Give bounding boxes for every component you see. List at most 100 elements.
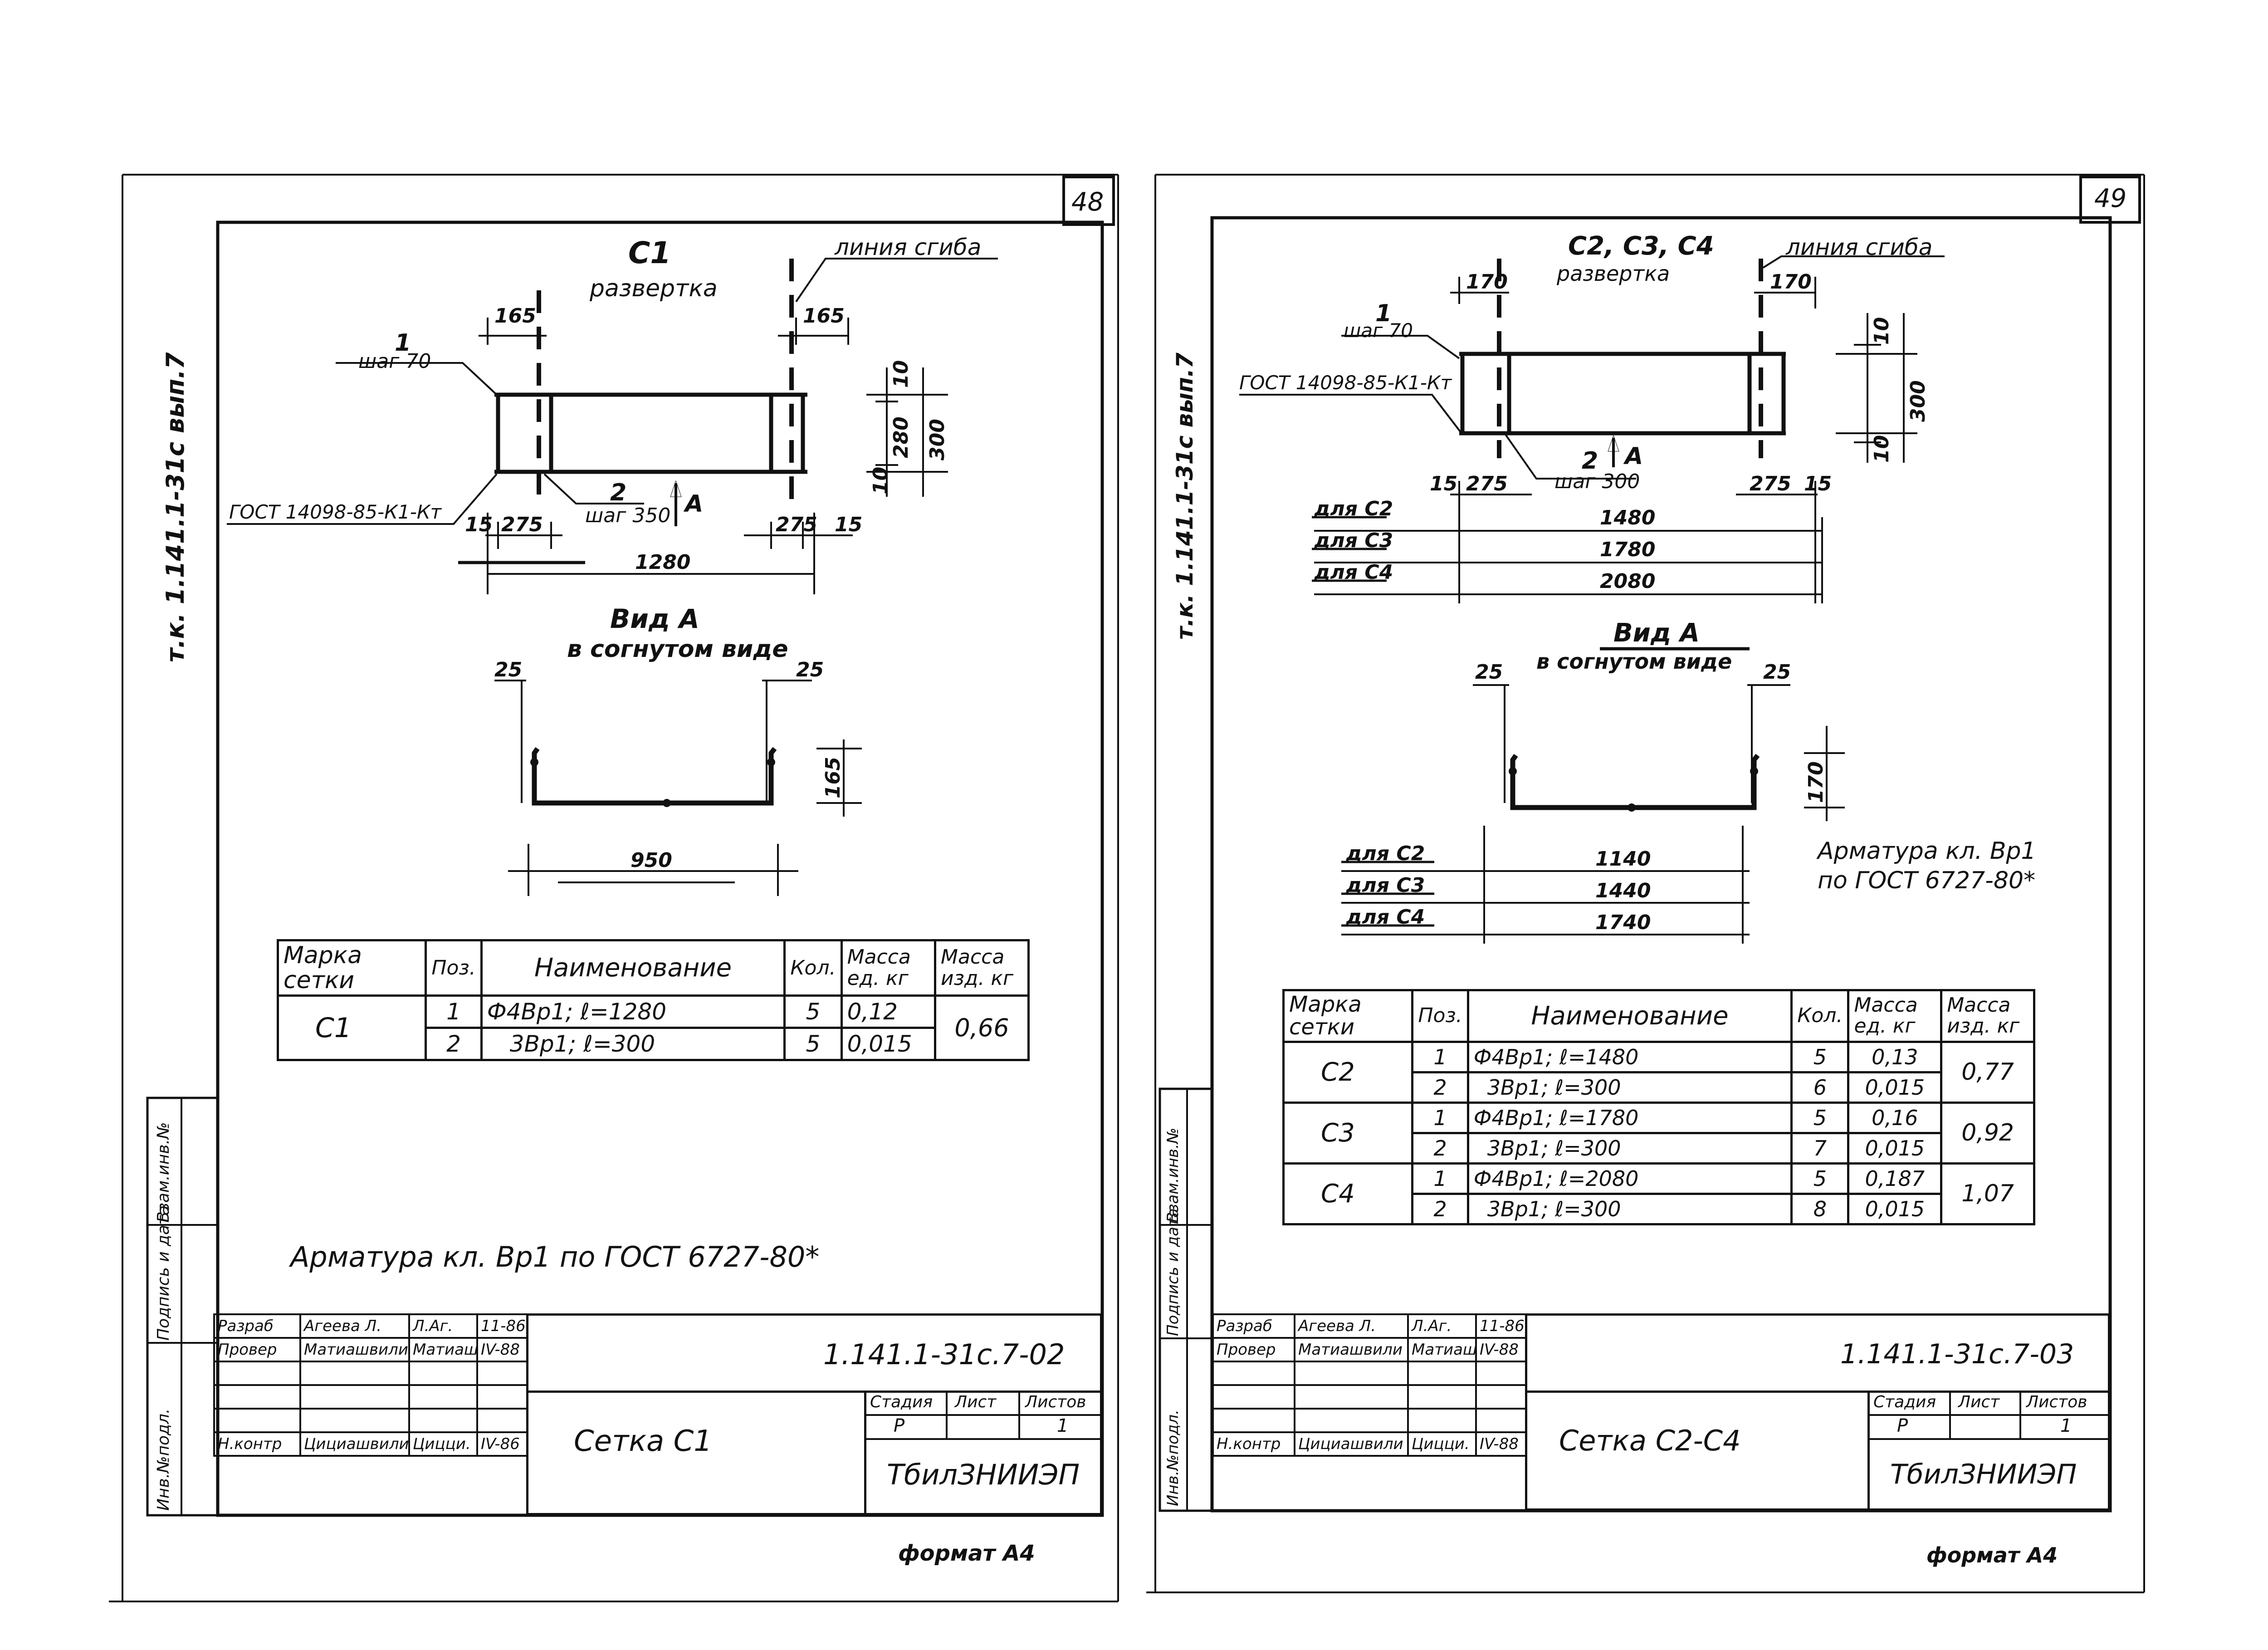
table-row: 2 3Вр1; ℓ=300 7 0,015 [1284, 1131, 2034, 1165]
tb-stage-label: Стадия [870, 1393, 933, 1411]
view-dim-25-left: 25 [494, 658, 523, 681]
table-row: С2 1 Ф4Вр1; ℓ=1480 5 0,13 0,77 [1282, 1040, 2035, 1104]
tb-date [476, 1361, 528, 1386]
drawing-name: Сетка С2-С4 [1559, 1424, 1741, 1457]
spec-name: Ф4Вр1; ℓ=1480 [1466, 1040, 1793, 1073]
dim-10-top: 10 [890, 360, 913, 388]
tb-sheets: 1 [1057, 1415, 1069, 1436]
tb-date: IV-86 [476, 1431, 528, 1457]
tb-date: IV-88 [1475, 1431, 1527, 1457]
spec-pos: 2 [425, 1027, 483, 1062]
tb-name: Матиашвили [1294, 1337, 1409, 1362]
spec-mark: С1 [276, 994, 427, 1062]
tb-role: Н.контр [213, 1431, 301, 1457]
tb-date: IV-88 [1475, 1337, 1527, 1362]
length-value-c2: 1480 [1600, 506, 1656, 529]
bend-line-label: линия сгиба [835, 234, 982, 260]
tb-stage: Р [894, 1415, 905, 1436]
spec-header-total-mass: Масса изд. кг [1940, 989, 2035, 1043]
pos-1-step: шаг 70 [1344, 319, 1413, 342]
dim-10-bottom: 10 [1870, 435, 1893, 463]
tb-role: Разраб [1212, 1313, 1295, 1339]
tb-name [1294, 1408, 1409, 1433]
page-number: 49 [2094, 184, 2127, 213]
spec-header-mark: Марка сетки [276, 939, 427, 997]
spec-unit-mass: 0,015 [1847, 1131, 1943, 1165]
sheet-49-drawing [1146, 174, 2145, 1593]
spec-name: 3Вр1; ℓ=300 [1466, 1131, 1793, 1165]
tb-date [476, 1384, 528, 1410]
dim-170-right: 170 [1770, 270, 1812, 294]
tb-role: Провер [1212, 1337, 1295, 1362]
spec-unit-mass: 0,015 [1847, 1192, 1943, 1225]
table-row: 2 3Вр1; ℓ=300 8 0,015 [1284, 1192, 2034, 1225]
spec-name: 3Вр1; ℓ=300 [1466, 1192, 1793, 1225]
spec-header-qty: Кол. [783, 939, 843, 997]
reinforcement-note-line-2: по ГОСТ 6727-80* [1818, 867, 2036, 894]
drawing-code: 1.141.1-31с.7-03 [1840, 1338, 2074, 1370]
tb-name [1294, 1384, 1409, 1410]
spec-qty: 7 [1790, 1131, 1850, 1165]
spec-unit-mass: 0,015 [840, 1027, 937, 1062]
spec-qty: 5 [1790, 1040, 1850, 1073]
tb-date [476, 1408, 528, 1433]
drawing-name: Сетка С1 [574, 1425, 712, 1458]
pos-2-step: шаг 300 [1554, 470, 1640, 493]
table-row: С4 1 Ф4Вр1; ℓ=2080 5 0,187 1,07 [1282, 1162, 2035, 1225]
spec-qty: 5 [783, 1027, 843, 1062]
tb-name [299, 1408, 410, 1433]
view-arrow-label: А [685, 490, 704, 518]
spec-header-pos: Поз. [1411, 989, 1469, 1043]
dim-275-left: 275 [501, 513, 543, 536]
reinforcement-note-line-1: Арматура кл. Вр1 [1818, 837, 2036, 865]
margin-label-inv: Инв.№подл. [1164, 1410, 1182, 1506]
dim-165-left: 165 [494, 304, 536, 328]
spec-pos: 2 [1411, 1131, 1469, 1165]
dim-165-right: 165 [803, 304, 845, 328]
tb-name: Цициашвили [1294, 1431, 1409, 1457]
pos-2-label: 2 [1582, 447, 1598, 475]
dim-10-top: 10 [1870, 317, 1893, 345]
organization: ТбилЗНИИЭП [1890, 1459, 2077, 1490]
width-value-c3: 1440 [1595, 879, 1651, 902]
tb-sheets-label: Листов [1025, 1393, 1086, 1411]
title-block-main: 1.141.1-31с.7-03 Сетка С2-С4 Стадия Лист… [1525, 1313, 2110, 1511]
spec-pos: 1 [425, 994, 483, 1029]
drawing-title: С2, С3, С4 [1568, 231, 1714, 261]
tb-role [1212, 1361, 1295, 1386]
width-value-c4: 1740 [1595, 911, 1651, 934]
dim-275-right: 275 [776, 513, 817, 536]
spec-total-mass: 0,92 [1940, 1101, 2035, 1165]
margin-label-inv: Инв.№подл. [154, 1408, 173, 1511]
drawing-subtitle: развертка [1557, 261, 1670, 286]
tb-signature: Л.Аг. [408, 1313, 478, 1339]
spec-unit-mass: 0,12 [840, 994, 937, 1029]
tb-role [1212, 1408, 1295, 1433]
specification-table: Марка сетки Поз. Наименование Кол. Масса… [276, 939, 1030, 1062]
spec-name: Ф4Вр1; ℓ=1280 [480, 994, 786, 1029]
specification-table: Марка сетки Поз. Наименование Кол. Масса… [1282, 989, 2035, 1225]
spec-unit-mass: 0,187 [1847, 1162, 1943, 1195]
organization: ТбилЗНИИЭП [887, 1458, 1080, 1491]
tb-date [1475, 1361, 1527, 1386]
sheet-49: 49 т.к. 1.141.1-31с вып.7 С2, С3, С4 раз… [1146, 0, 2268, 1650]
spec-total-mass: 1,07 [1940, 1162, 2035, 1225]
tb-date: 11-86 [476, 1313, 528, 1339]
dim-15-left: 15 [1430, 472, 1458, 495]
tb-sheets: 1 [2060, 1415, 2072, 1436]
spec-total-mass: 0,77 [1940, 1040, 2035, 1104]
pos-2-label: 2 [610, 479, 627, 506]
tb-role [1212, 1384, 1295, 1410]
tb-name: Агеева Л. [1294, 1313, 1409, 1339]
spec-pos: 2 [1411, 1071, 1469, 1104]
spec-pos: 2 [1411, 1192, 1469, 1225]
spec-unit-mass: 0,16 [1847, 1101, 1943, 1134]
tb-signature [1407, 1384, 1477, 1410]
dim-15-right: 15 [1804, 472, 1832, 495]
side-code: т.к. 1.141.1-31с вып.7 [1172, 353, 1198, 640]
page-number: 48 [1071, 187, 1104, 217]
tb-role: Разраб [213, 1313, 301, 1339]
dim-300: 300 [926, 419, 949, 460]
tb-date: 11-86 [1475, 1313, 1527, 1339]
